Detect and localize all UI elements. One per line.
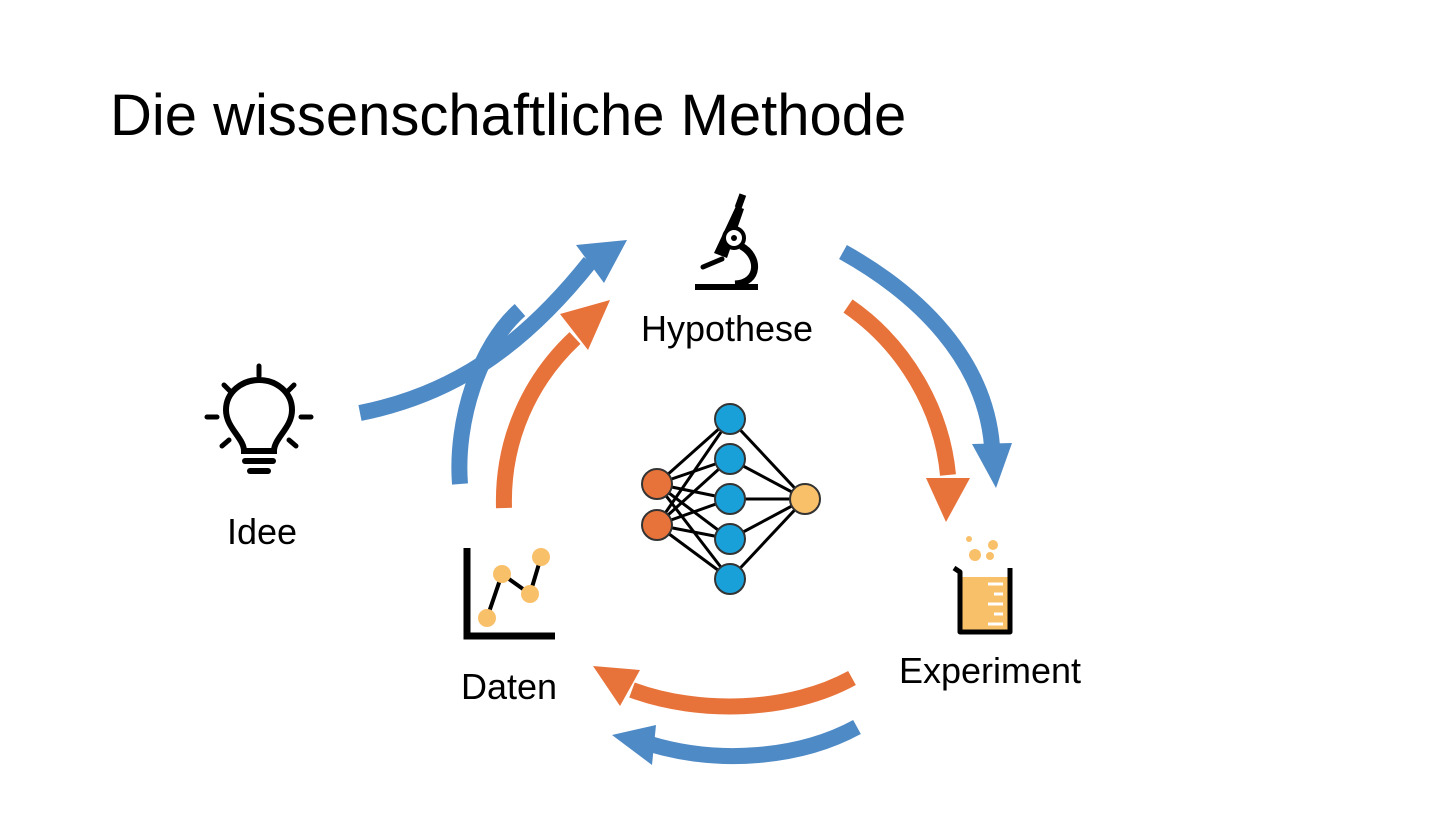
line-chart-icon xyxy=(463,548,555,640)
arrow-experiment-to-daten-blue xyxy=(612,719,861,765)
arrow-daten-to-hypothese-blue xyxy=(451,303,526,485)
neural-network-icon xyxy=(641,403,821,595)
arrow-hypothese-to-experiment-blue xyxy=(839,245,1012,488)
lightbulb-icon xyxy=(204,363,314,474)
arrow-hypothese-to-experiment-orange xyxy=(843,299,970,522)
beaker-icon xyxy=(952,536,1013,635)
microscope-icon xyxy=(695,193,759,290)
arrow-experiment-to-daten-orange xyxy=(593,666,856,715)
node-label-experiment: Experiment xyxy=(898,650,1082,691)
node-label-idee: Idee xyxy=(226,511,298,552)
slide-title: Die wissenschaftliche Methode xyxy=(110,83,907,148)
arrow-daten-to-hypothese-orange xyxy=(495,300,610,509)
node-label-daten: Daten xyxy=(460,666,558,707)
node-label-hypothese: Hypothese xyxy=(640,308,814,349)
